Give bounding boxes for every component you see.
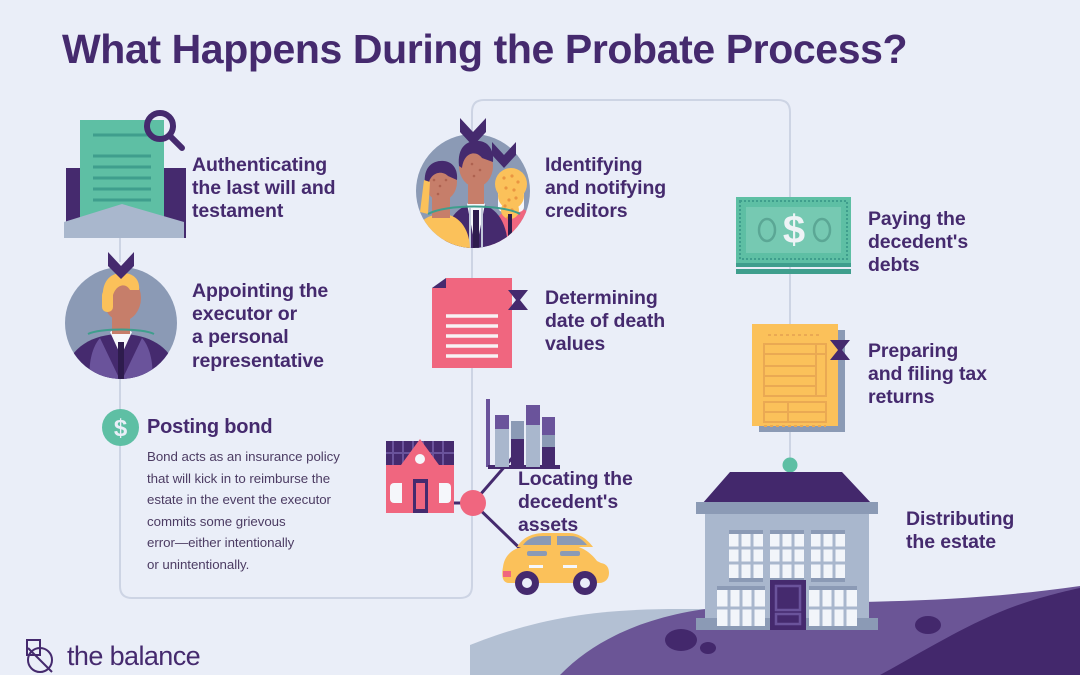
- bush-icon: [665, 629, 697, 651]
- balance-mark-icon: [26, 639, 53, 673]
- chevron-down-icon: [460, 118, 486, 146]
- step-label-posting-bond: Posting bond: [147, 416, 273, 438]
- chevron-down-icon: [108, 252, 134, 279]
- step-label-paying-debts: Paying the decedent's debts: [868, 208, 969, 277]
- bar-chart-icon: [486, 399, 560, 469]
- pink-document-icon: [432, 278, 528, 368]
- brand-logo-text: the balance: [67, 640, 201, 671]
- chevron-down-icon: [492, 142, 516, 168]
- house-small-icon: [386, 439, 454, 513]
- tax-form-icon: [752, 324, 850, 432]
- assets-cluster-icon: [386, 399, 609, 595]
- node-dot-pink: [460, 490, 486, 516]
- money-bill-icon: $: [736, 197, 851, 274]
- bush-icon: [700, 642, 716, 654]
- chevron-right-icon: [508, 290, 528, 310]
- step-label-locating-assets: Locating the decedent's assets: [518, 468, 633, 537]
- search-icon: [144, 110, 185, 151]
- brand-logo[interactable]: the balance: [24, 638, 201, 674]
- page-title: What Happens During the Probate Process?: [62, 26, 908, 72]
- step-label-authenticating-will: Authenticating the last will and testame…: [192, 154, 336, 223]
- node-dot-green: [782, 457, 798, 473]
- executor-avatar-icon: [65, 252, 177, 379]
- step-label-identifying-creditors: Identifying and notifying creditors: [545, 154, 667, 223]
- bush-icon: [915, 616, 941, 634]
- step-body-posting-bond: Bond acts as an insurance policy that wi…: [147, 449, 340, 572]
- step-label-date-of-death-values: Determining date of death values: [545, 287, 666, 356]
- creditors-group-icon: [416, 118, 530, 248]
- step-label-appointing-executor: Appointing the executor or a personal re…: [192, 280, 329, 372]
- house-large-icon: [696, 472, 878, 630]
- step-label-filing-tax-returns: Preparing and filing tax returns: [868, 340, 987, 409]
- svg-text:$: $: [783, 208, 805, 252]
- step-label-distributing-estate: Distributing the estate: [906, 508, 1015, 554]
- car-icon: [502, 533, 609, 595]
- svg-text:$: $: [114, 415, 128, 442]
- document-magnifier-icon: [64, 110, 186, 238]
- dollar-badge-icon: $: [102, 409, 139, 446]
- chevron-right-icon: [830, 340, 850, 360]
